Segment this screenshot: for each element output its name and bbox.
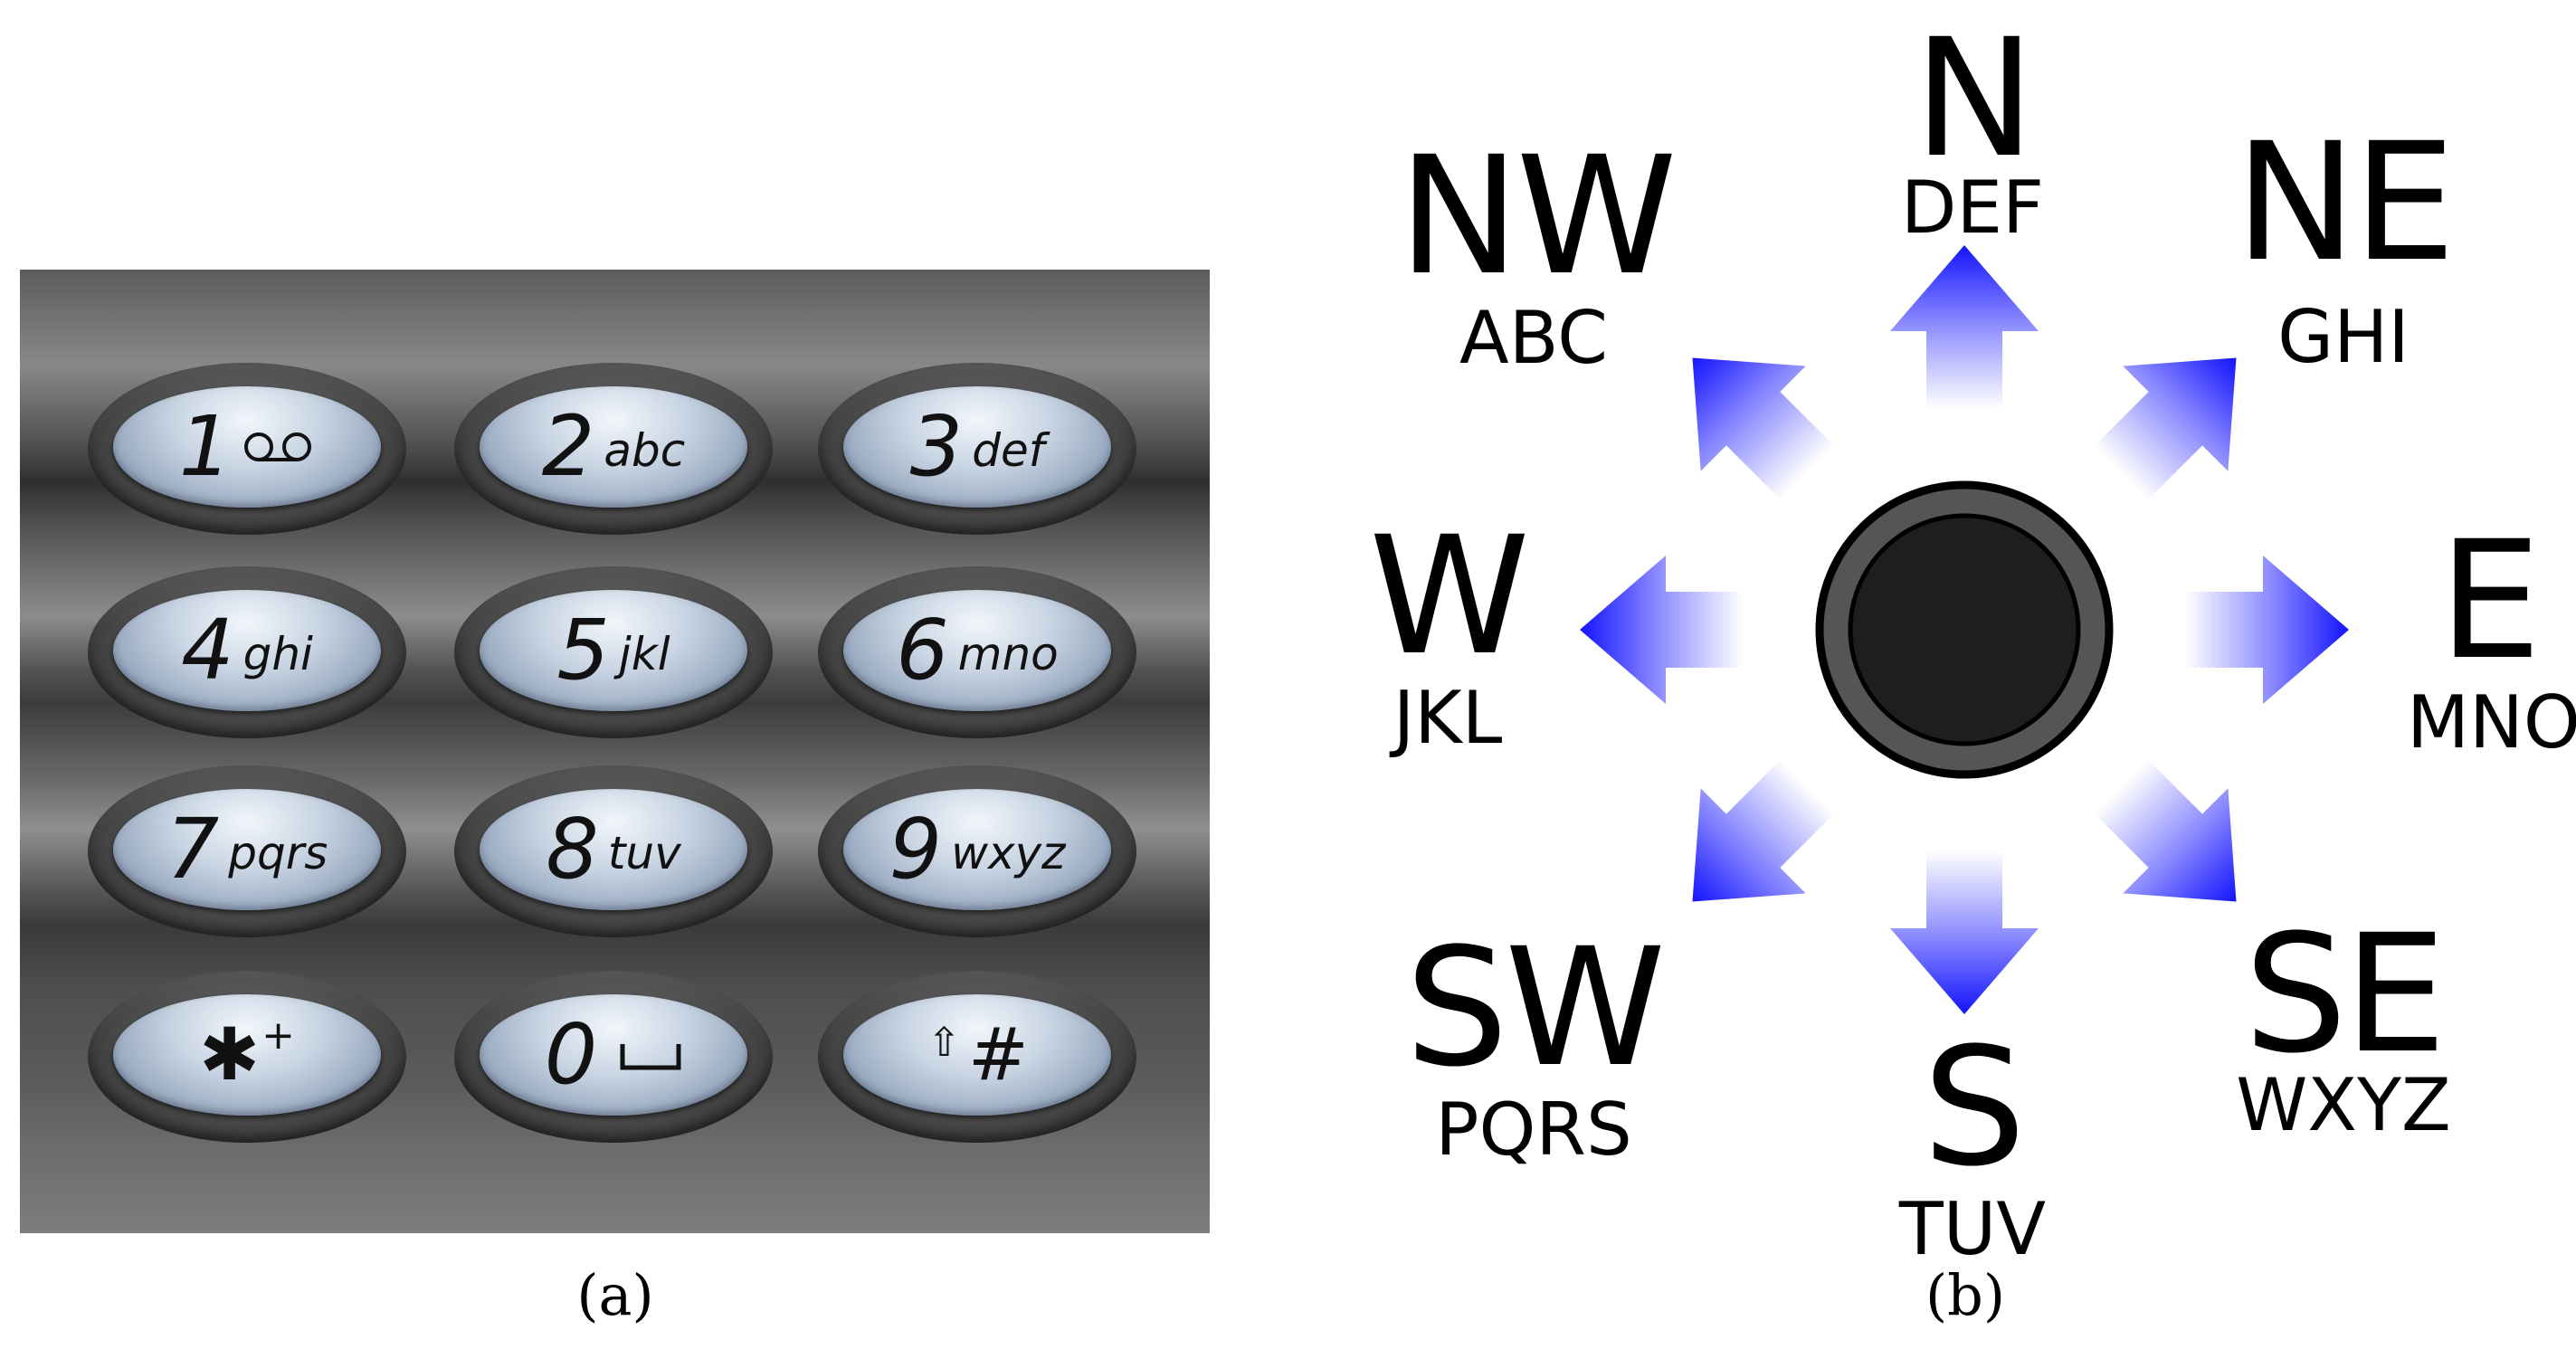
key-letters: abc xyxy=(604,424,686,477)
key-7-face: 7 pqrs xyxy=(113,789,381,910)
key-letters: ghi xyxy=(242,628,313,680)
key-letters: jkl xyxy=(618,628,670,680)
caption-b: (b) xyxy=(1925,1262,2006,1328)
key-star-face: ✱ + xyxy=(113,994,381,1116)
key-digit: 9 xyxy=(889,801,943,898)
key-letters: tuv xyxy=(607,827,681,879)
direction-letters: DEF xyxy=(1900,166,2045,250)
key-digit: 7 xyxy=(166,801,220,898)
direction-se: SE WXYZ xyxy=(2208,914,2479,1142)
key-9[interactable]: 9 wxyz xyxy=(818,765,1136,937)
key-4-face: 4 ghi xyxy=(113,590,381,711)
asterisk-icon: ✱ xyxy=(199,1012,261,1097)
direction-letters: JKL xyxy=(1393,676,1503,760)
direction-letters: TUV xyxy=(1898,1187,2047,1271)
arrow-se xyxy=(2033,698,2237,902)
arrow-s xyxy=(1890,765,2039,1014)
arrow-e xyxy=(2100,556,2349,704)
key-digit: 0 xyxy=(544,1006,598,1103)
key-letters: def xyxy=(972,424,1045,477)
direction-label: W xyxy=(1369,502,1530,691)
direction-letters: MNO xyxy=(2407,680,2576,765)
direction-e: E MNO xyxy=(2407,507,2576,765)
key-hash[interactable]: ⇧ # xyxy=(818,971,1136,1143)
direction-letters: GHI xyxy=(2277,295,2410,379)
plus-icon: + xyxy=(261,1012,295,1059)
key-1-face: 1 xyxy=(113,386,381,508)
direction-label: E xyxy=(2438,507,2542,696)
arrow-sw xyxy=(1692,698,1896,902)
direction-label: NE xyxy=(2234,109,2456,298)
direction-sw: SW PQRS xyxy=(1398,927,1669,1166)
direction-letters: PQRS xyxy=(1435,1088,1632,1172)
direction-label: SE xyxy=(2244,900,2447,1089)
direction-label: NW xyxy=(1398,122,1678,311)
key-2[interactable]: 2 abc xyxy=(454,363,773,535)
key-8-face: 8 tuv xyxy=(480,789,747,910)
direction-n: N DEF xyxy=(1882,18,2063,244)
key-5[interactable]: 5 jkl xyxy=(454,566,773,738)
key-6-face: 6 mno xyxy=(843,590,1111,711)
key-3-face: 3 def xyxy=(843,386,1111,508)
direction-s: S TUV xyxy=(1882,1027,2063,1266)
direction-nw: NW ABC xyxy=(1398,122,1678,380)
key-4[interactable]: 4 ghi xyxy=(88,566,406,738)
key-0-face: 0 xyxy=(480,994,747,1116)
direction-label: N xyxy=(1913,5,2036,194)
arrow-nw xyxy=(1692,357,1896,561)
key-8[interactable]: 8 tuv xyxy=(454,765,773,937)
key-letters: pqrs xyxy=(228,827,328,879)
knob-inner[interactable] xyxy=(1848,513,2081,746)
direction-letters: WXYZ xyxy=(2236,1063,2451,1147)
hash-icon: # xyxy=(967,1012,1029,1097)
arrow-w xyxy=(1580,556,1829,704)
key-1[interactable]: 1 xyxy=(88,363,406,535)
key-digit: 8 xyxy=(546,801,599,898)
key-5-face: 5 jkl xyxy=(480,590,747,711)
key-digit: 6 xyxy=(896,602,949,698)
direction-w: W JKL xyxy=(1357,516,1538,755)
key-letters: mno xyxy=(957,628,1059,680)
arrow-ne xyxy=(2033,357,2237,561)
key-6[interactable]: 6 mno xyxy=(818,566,1136,738)
key-digit: 4 xyxy=(181,602,234,698)
direction-arrows xyxy=(1580,245,2349,1014)
key-3[interactable]: 3 def xyxy=(818,363,1136,535)
key-2-face: 2 abc xyxy=(480,386,747,508)
direction-label: S xyxy=(1922,1013,2026,1202)
direction-letters: ABC xyxy=(1459,296,1609,380)
key-letters: wxyz xyxy=(951,827,1066,879)
key-hash-face: ⇧ # xyxy=(843,994,1111,1116)
phone-keypad: 1 2 abc 3 def 4 ghi xyxy=(20,270,1210,1233)
key-digit: 5 xyxy=(556,602,610,698)
key-7[interactable]: 7 pqrs xyxy=(88,765,406,937)
key-digit: 3 xyxy=(909,398,964,495)
arrow-n xyxy=(1890,245,2039,494)
direction-ne: NE GHI xyxy=(2208,122,2479,374)
key-digit: 1 xyxy=(178,398,233,495)
key-9-face: 9 wxyz xyxy=(843,789,1111,910)
key-star[interactable]: ✱ + xyxy=(88,971,406,1143)
caption-a: (a) xyxy=(576,1262,654,1328)
key-0[interactable]: 0 xyxy=(454,971,773,1143)
shift-icon: ⇧ xyxy=(927,1019,961,1066)
direction-label: SW xyxy=(1404,914,1666,1103)
key-digit: 2 xyxy=(541,398,595,495)
voicemail-icon xyxy=(244,432,312,461)
space-icon xyxy=(620,1044,681,1070)
